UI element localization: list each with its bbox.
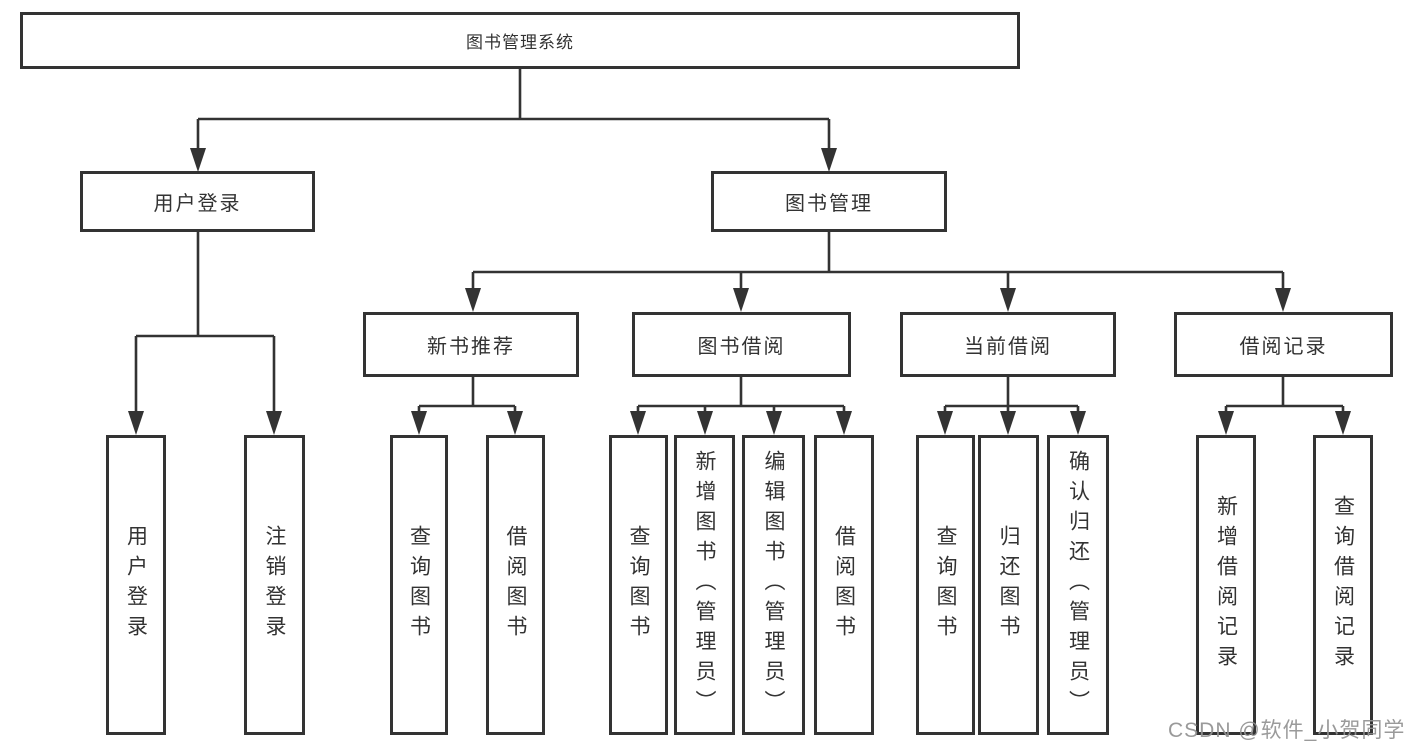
node-label: 图书借阅 bbox=[697, 336, 786, 358]
connector-current-borrow-branch bbox=[943, 377, 1080, 416]
node-borrow-records: 借阅记录 bbox=[1174, 312, 1393, 377]
leaf-query-books-borrow: 查询图书 bbox=[609, 435, 668, 735]
leaf-query-borrow-record: 查询借阅记录 bbox=[1313, 435, 1373, 735]
node-label: 图书管理系统 bbox=[466, 33, 574, 52]
arrowheads bbox=[128, 148, 1351, 435]
node-user-login: 用户登录 bbox=[80, 171, 315, 232]
node-label: 注销登录 bbox=[263, 525, 286, 645]
node-label: 借阅图书 bbox=[504, 525, 527, 645]
node-label: 确认归还（管理员） bbox=[1066, 450, 1090, 720]
node-label: 当前借阅 bbox=[964, 336, 1052, 358]
node-label: 借阅图书 bbox=[832, 525, 856, 645]
node-label: 新增图书（管理员） bbox=[693, 450, 716, 720]
connector-book-management-branch bbox=[471, 232, 1285, 293]
node-current-borrow: 当前借阅 bbox=[900, 312, 1116, 377]
connector-user-login-branch bbox=[134, 232, 276, 416]
leaf-add-book-admin: 新增图书（管理员） bbox=[674, 435, 735, 735]
node-label: 借阅记录 bbox=[1239, 336, 1328, 358]
node-book-borrow: 图书借阅 bbox=[632, 312, 851, 377]
leaf-borrow-books: 借阅图书 bbox=[814, 435, 874, 735]
node-label: 查询图书 bbox=[934, 525, 957, 645]
leaf-query-books-recommend: 查询图书 bbox=[390, 435, 448, 735]
leaf-return-books: 归还图书 bbox=[978, 435, 1039, 735]
leaf-logout: 注销登录 bbox=[244, 435, 305, 735]
node-library-system: 图书管理系统 bbox=[20, 12, 1020, 69]
leaf-edit-book-admin: 编辑图书（管理员） bbox=[742, 435, 805, 735]
node-label: 图书管理 bbox=[785, 193, 873, 215]
leaf-user-login: 用户登录 bbox=[106, 435, 166, 735]
node-label: 归还图书 bbox=[997, 525, 1020, 645]
node-label: 编辑图书（管理员） bbox=[762, 450, 785, 720]
node-label: 查询图书 bbox=[407, 525, 431, 645]
leaf-confirm-return-admin: 确认归还（管理员） bbox=[1047, 435, 1109, 735]
node-label: 用户登录 bbox=[153, 193, 242, 215]
leaf-query-books-current: 查询图书 bbox=[916, 435, 975, 735]
leaf-add-borrow-record: 新增借阅记录 bbox=[1196, 435, 1256, 735]
connector-book-borrow-branch bbox=[636, 377, 846, 416]
csdn-watermark: CSDN @软件_小贺同学 bbox=[1168, 719, 1405, 742]
connector-borrow-records-branch bbox=[1224, 377, 1345, 416]
connector-new-book-branch bbox=[417, 377, 517, 416]
node-label: 查询借阅记录 bbox=[1331, 495, 1355, 675]
leaf-borrow-books-recommend: 借阅图书 bbox=[486, 435, 545, 735]
connector-root-branch bbox=[196, 68, 831, 153]
node-book-management: 图书管理 bbox=[711, 171, 947, 232]
node-label: 用户登录 bbox=[124, 525, 148, 645]
node-new-book-recommend: 新书推荐 bbox=[363, 312, 579, 377]
node-label: 新增借阅记录 bbox=[1214, 495, 1238, 675]
node-label: 查询图书 bbox=[627, 525, 650, 645]
node-label: 新书推荐 bbox=[427, 336, 515, 358]
